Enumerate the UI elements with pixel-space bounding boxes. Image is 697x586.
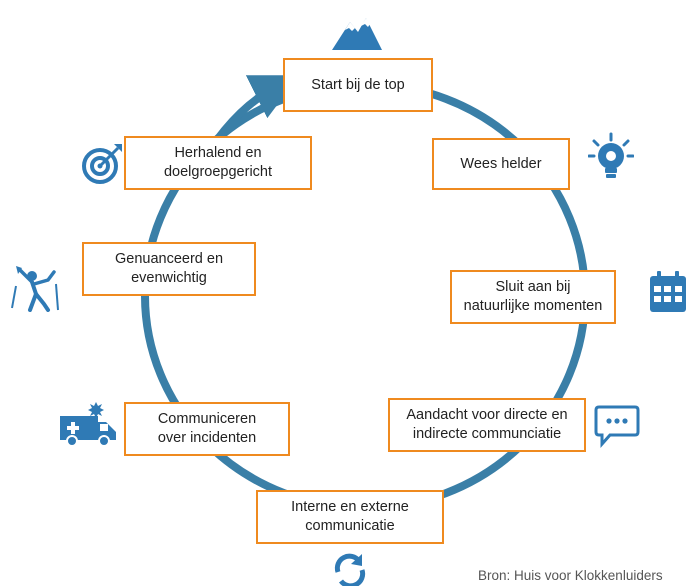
step-aandacht-voor-directe-en-indirecte-communciatie: Aandacht voor directe en indirecte commu… <box>388 398 586 452</box>
step-label: Wees helder <box>460 155 542 172</box>
step-label: Communiceren over incidenten <box>157 411 257 446</box>
step-genuanceerd-en-evenwichtig: Genuanceerd en evenwichtig <box>82 242 256 296</box>
step-start-bij-de-top: Start bij de top <box>283 58 433 112</box>
step-label: Aandacht voor directe en indirecte commu… <box>406 407 568 442</box>
calendar-icon <box>650 271 686 312</box>
step-label: Sluit aan bij natuurlijke momenten <box>463 279 603 314</box>
step-sluit-aan-bij-natuurlijke-momenten: Sluit aan bij natuurlijke momenten <box>450 270 616 324</box>
lightbulb-gear-icon <box>588 132 634 178</box>
step-label: Genuanceerd en evenwichtig <box>114 251 224 286</box>
chat-bubble-icon <box>594 405 640 448</box>
ambulance-icon <box>60 402 116 447</box>
refresh-arrows-icon <box>334 553 366 586</box>
source-caption: Bron: Huis voor Klokkenluiders <box>478 568 663 583</box>
step-label: Interne en externe communicatie <box>291 499 409 534</box>
mountain-icon <box>332 18 382 50</box>
step-herhalend-en-doelgroepgericht: Herhalend en doelgroepgericht <box>124 136 312 190</box>
climber-icon <box>11 266 59 312</box>
step-label: Herhalend en doelgroepgericht <box>163 145 273 180</box>
target-icon <box>82 144 122 184</box>
step-label: Start bij de top <box>311 76 405 93</box>
step-interne-en-externe-communicatie: Interne en externe communicatie <box>256 490 444 544</box>
step-communiceren-over-incidenten: Communiceren over incidenten <box>124 402 290 456</box>
step-wees-helder: Wees helder <box>432 138 570 190</box>
